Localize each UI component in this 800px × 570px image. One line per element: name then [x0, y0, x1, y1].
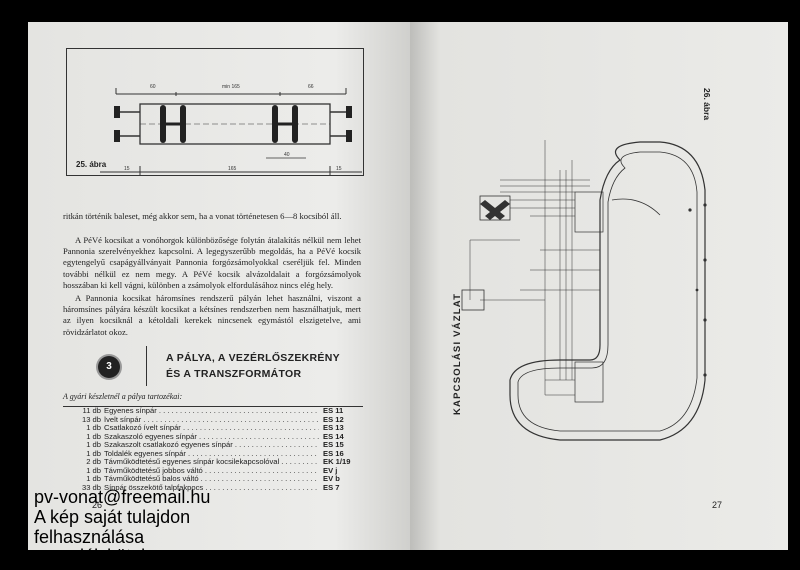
paragraph-3: A Pannonia kocsikat háromsínes rendszerű… [63, 293, 361, 337]
part-name: Sínpár összekötő talpfakpocs [104, 484, 319, 493]
page-number-right: 27 [712, 500, 723, 510]
part-name: Szakaszolt csatlakozó egyenes sínpár [104, 441, 319, 450]
part-name: Távműködtetésű egyenes sínpár kocsilekap… [104, 458, 319, 467]
part-code: ES 14 [323, 431, 344, 441]
part-name: Csatlakozó ívelt sínpár [104, 424, 319, 433]
part-code: EV j [323, 465, 338, 475]
part-quantity: 1 db [86, 440, 101, 449]
watermark-line4: engedélyköteles. [34, 546, 170, 566]
part-quantity: 13 db [81, 414, 101, 424]
part-code: ES 15 [323, 440, 344, 449]
paragraph-2: A PéVé kocsikat a vonóhorgok különbözősé… [63, 235, 361, 290]
switch-box-bottom [574, 361, 604, 403]
lever-cross-b [485, 200, 510, 220]
figure-25-frame [66, 48, 364, 176]
part-code: ES 13 [323, 423, 344, 432]
part-name: Szakaszoló egyenes sínpár [104, 433, 319, 442]
transformer-box [461, 289, 485, 311]
page-number-left: 26 [92, 500, 103, 510]
dim-top-right: 66 [308, 84, 314, 90]
part-name: Toldalék egyenes sínpár [104, 450, 319, 459]
part-name: Ívelt sínpár [104, 416, 319, 425]
buffer-left-top [114, 106, 120, 118]
dim-top-mid: min 165 [222, 84, 240, 90]
chapter-divider [146, 346, 147, 386]
part-name: Egyenes sínpár [104, 407, 319, 416]
part-quantity: 1 db [86, 423, 101, 432]
diagram-vertical-title: KAPCSOLÁSI VÁZLAT [452, 292, 463, 415]
buffer-left-bottom [114, 130, 120, 142]
track-oval-outer [509, 141, 706, 441]
buffer-right-bottom [346, 130, 352, 142]
watermark-line3: felhasználása [34, 527, 145, 547]
part-quantity: 33 db [81, 482, 101, 492]
branch-track [611, 198, 661, 216]
dim-bottom-right: 15 [336, 166, 342, 172]
part-quantity: 1 db [86, 474, 101, 483]
chapter-title-line1: A PÁLYA, A VEZÉRLŐSZEKRÉNY [166, 352, 340, 364]
part-quantity: 2 db [86, 457, 101, 466]
track-oval-inner [517, 151, 698, 432]
dim-bottom-left: 15 [124, 166, 130, 172]
switch-box-top [574, 191, 604, 233]
chapter-title-line2: ÉS A TRANSZFORMÁTOR [166, 368, 302, 380]
part-quantity: 1 db [86, 465, 101, 475]
part-code: EK 1/19 [323, 457, 351, 466]
control-lever-box [479, 195, 511, 221]
part-quantity: 1 db [86, 448, 101, 458]
right-page [410, 22, 788, 550]
part-code: EV b [323, 474, 340, 483]
paragraph-1: ritkán történik baleset, még akkor sem, … [63, 211, 342, 221]
part-code: ES 16 [323, 448, 344, 458]
dim-center: 40 [284, 152, 290, 158]
part-code: ES 12 [323, 414, 344, 424]
part-code: ES 11 [323, 406, 344, 415]
watermark-line2: A kép saját tulajdon [34, 507, 191, 527]
part-name: Távműködtetésű balos váltó [104, 475, 319, 484]
dim-top-left: 60 [150, 84, 156, 90]
part-name: Távműködtetésű jobbos váltó [104, 467, 319, 476]
part-quantity: 1 db [86, 431, 101, 441]
watermark-line1: pv-vonat@freemail.hu [34, 487, 211, 507]
part-code: ES 7 [323, 482, 340, 492]
part-quantity: 11 db [82, 406, 101, 415]
chapter-number-badge: 3 [98, 356, 120, 378]
figure-26-label: 26. ábra [702, 88, 712, 121]
buffer-right-top [346, 106, 352, 118]
dim-bottom-mid: 165 [228, 166, 237, 172]
figure-25-label: 25. ábra [76, 160, 107, 169]
parts-list-caption: A gyári készletnél a pálya tartozékai: [63, 392, 183, 401]
